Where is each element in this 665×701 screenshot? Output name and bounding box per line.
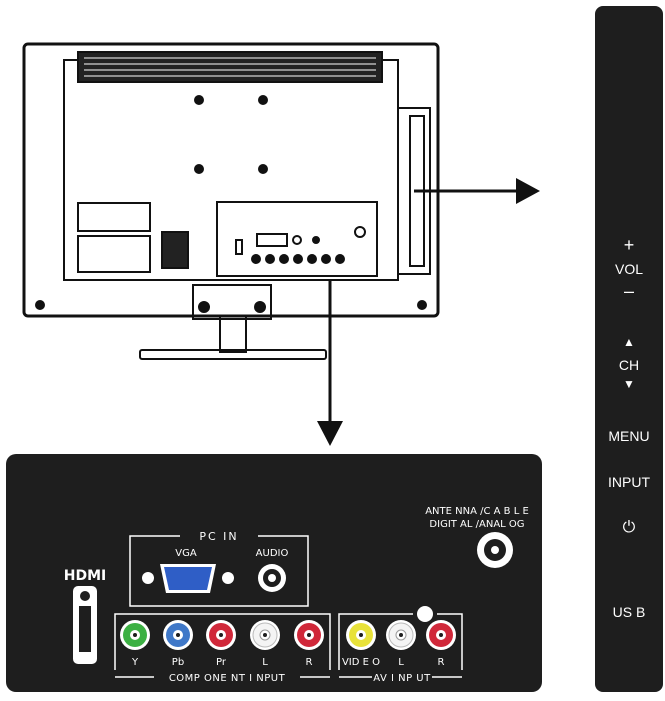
ch-up-icon: ▲ (623, 335, 635, 349)
component-label-pr: Pr (216, 657, 227, 668)
input-label: INPUT (608, 474, 650, 490)
vga-label: VGA (175, 548, 197, 559)
vol-label: VOL (615, 261, 643, 277)
av-input-group: VID E O L R AV I NP UT (338, 606, 463, 684)
av-video-jack (346, 620, 376, 650)
power-icon: ⏻ (623, 519, 636, 536)
av-label-r: R (438, 657, 445, 668)
tv-back-illustration (22, 42, 440, 360)
antenna-group: ANTE NNA /C A B L E DIGIT AL /ANAL OG (425, 506, 529, 568)
av-label-video: VID E O (342, 657, 380, 668)
component-label-pb: Pb (172, 657, 184, 668)
pc-in-group: PC IN VGA AUDIO (129, 530, 309, 607)
ch-down-icon: ▼ (623, 377, 635, 391)
av-input-title: AV I NP UT (373, 673, 431, 684)
hdmi-group: HDMI (64, 568, 106, 664)
av-audio-r-jack (426, 620, 456, 650)
ch-label: CH (619, 357, 639, 373)
audio-jack (258, 564, 286, 592)
antenna-connector (477, 532, 513, 568)
arrow-down (317, 280, 343, 446)
component-pr-jack (206, 620, 236, 650)
component-audio-l-jack (250, 620, 280, 650)
av-label-l: L (398, 657, 404, 668)
menu-label: MENU (608, 428, 649, 444)
vol-minus-label: – (624, 281, 634, 301)
antenna-label-line2: DIGIT AL /ANAL OG (429, 519, 524, 530)
arrow-right (414, 178, 540, 204)
component-input-group: Y Pb Pr L R COMP ONE NT I NPUT (114, 613, 331, 684)
component-label-l: L (262, 657, 268, 668)
av-indicator-icon (417, 606, 433, 622)
usb-label: US B (613, 604, 646, 620)
component-label-y: Y (131, 657, 139, 668)
hdmi-port (73, 586, 97, 664)
antenna-label-line1: ANTE NNA /C A B L E (425, 506, 529, 517)
side-control-panel (595, 6, 663, 692)
vga-port (142, 564, 234, 593)
vol-plus-label: + (624, 235, 635, 255)
component-label-r: R (306, 657, 313, 668)
audio-label: AUDIO (256, 548, 289, 559)
component-y-jack (120, 620, 150, 650)
component-input-title: COMP ONE NT I NPUT (169, 673, 286, 684)
component-pb-jack (163, 620, 193, 650)
pc-in-label: PC IN (199, 530, 238, 543)
av-audio-l-jack (386, 620, 416, 650)
hdmi-label: HDMI (64, 568, 106, 584)
component-audio-r-jack (294, 620, 324, 650)
